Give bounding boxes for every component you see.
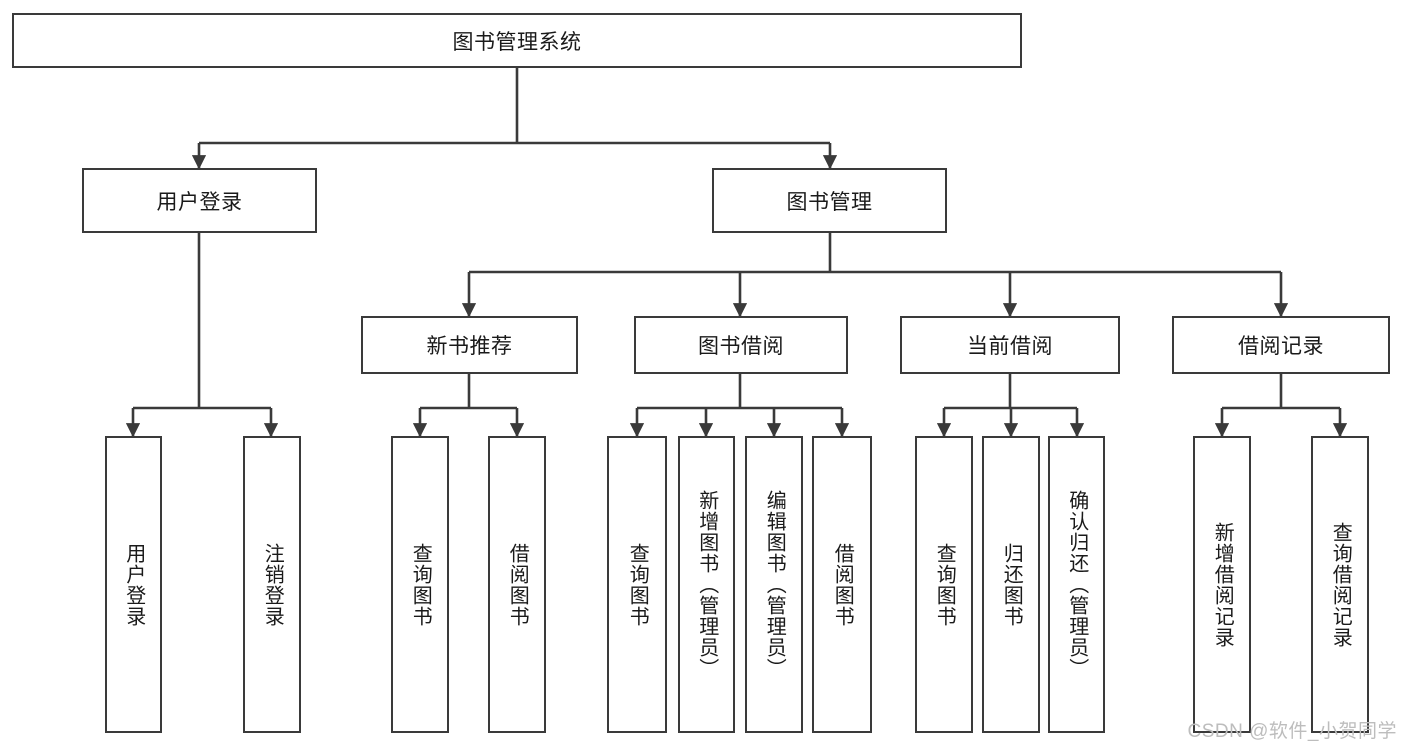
node-user-login[interactable]: 用户登录 [82,168,317,233]
node-current-borrow-label: 当前借阅 [967,335,1053,358]
node-root-label: 图书管理系统 [452,30,582,54]
node-leaf-user-login[interactable]: 用户登录 [105,436,162,733]
csdn-watermark: CSDN @软件_小贺同学 [1187,721,1397,742]
node-leaf-user-login-label: 用户登录 [122,542,145,627]
node-book-management[interactable]: 图书管理 [712,168,947,233]
node-book-management-label: 图书管理 [786,190,873,214]
node-leaf-borrow-book-2[interactable]: 借阅图书 [812,436,872,733]
node-book-borrow-label: 图书借阅 [698,335,784,358]
node-leaf-add-book[interactable]: 新增图书（管理员） [678,436,735,733]
node-leaf-user-logout-label: 注销登录 [261,542,284,627]
node-new-book-recommend[interactable]: 新书推荐 [361,316,578,374]
node-borrow-record[interactable]: 借阅记录 [1172,316,1390,374]
node-current-borrow[interactable]: 当前借阅 [900,316,1120,374]
node-leaf-borrow-book-1[interactable]: 借阅图书 [488,436,546,733]
node-leaf-query-book-3[interactable]: 查询图书 [915,436,973,733]
node-leaf-user-logout[interactable]: 注销登录 [243,436,301,733]
node-leaf-confirm-return-label: 确认归还（管理员） [1065,490,1088,679]
node-leaf-add-book-label: 新增图书（管理员） [695,490,718,679]
node-leaf-add-record[interactable]: 新增借阅记录 [1193,436,1251,733]
node-leaf-edit-book-label: 编辑图书（管理员） [763,490,786,679]
node-leaf-query-book-2[interactable]: 查询图书 [607,436,667,733]
node-leaf-query-book-2-label: 查询图书 [626,542,649,627]
node-leaf-query-record[interactable]: 查询借阅记录 [1311,436,1369,733]
node-root[interactable]: 图书管理系统 [12,13,1022,68]
node-leaf-confirm-return[interactable]: 确认归还（管理员） [1048,436,1105,733]
node-user-login-label: 用户登录 [156,190,243,214]
node-book-borrow[interactable]: 图书借阅 [634,316,848,374]
node-leaf-borrow-book-1-label: 借阅图书 [506,542,529,627]
node-leaf-add-record-label: 新增借阅记录 [1211,521,1234,648]
node-leaf-query-book-1-label: 查询图书 [409,542,432,627]
node-leaf-query-book-1[interactable]: 查询图书 [391,436,449,733]
node-leaf-return-book-label: 归还图书 [1000,542,1023,627]
node-borrow-record-label: 借阅记录 [1238,335,1324,358]
node-new-book-recommend-label: 新书推荐 [426,335,513,358]
node-leaf-borrow-book-2-label: 借阅图书 [831,542,854,627]
node-leaf-query-book-3-label: 查询图书 [933,542,956,627]
node-leaf-edit-book[interactable]: 编辑图书（管理员） [745,436,803,733]
node-leaf-return-book[interactable]: 归还图书 [982,436,1040,733]
node-leaf-query-record-label: 查询借阅记录 [1329,521,1352,648]
